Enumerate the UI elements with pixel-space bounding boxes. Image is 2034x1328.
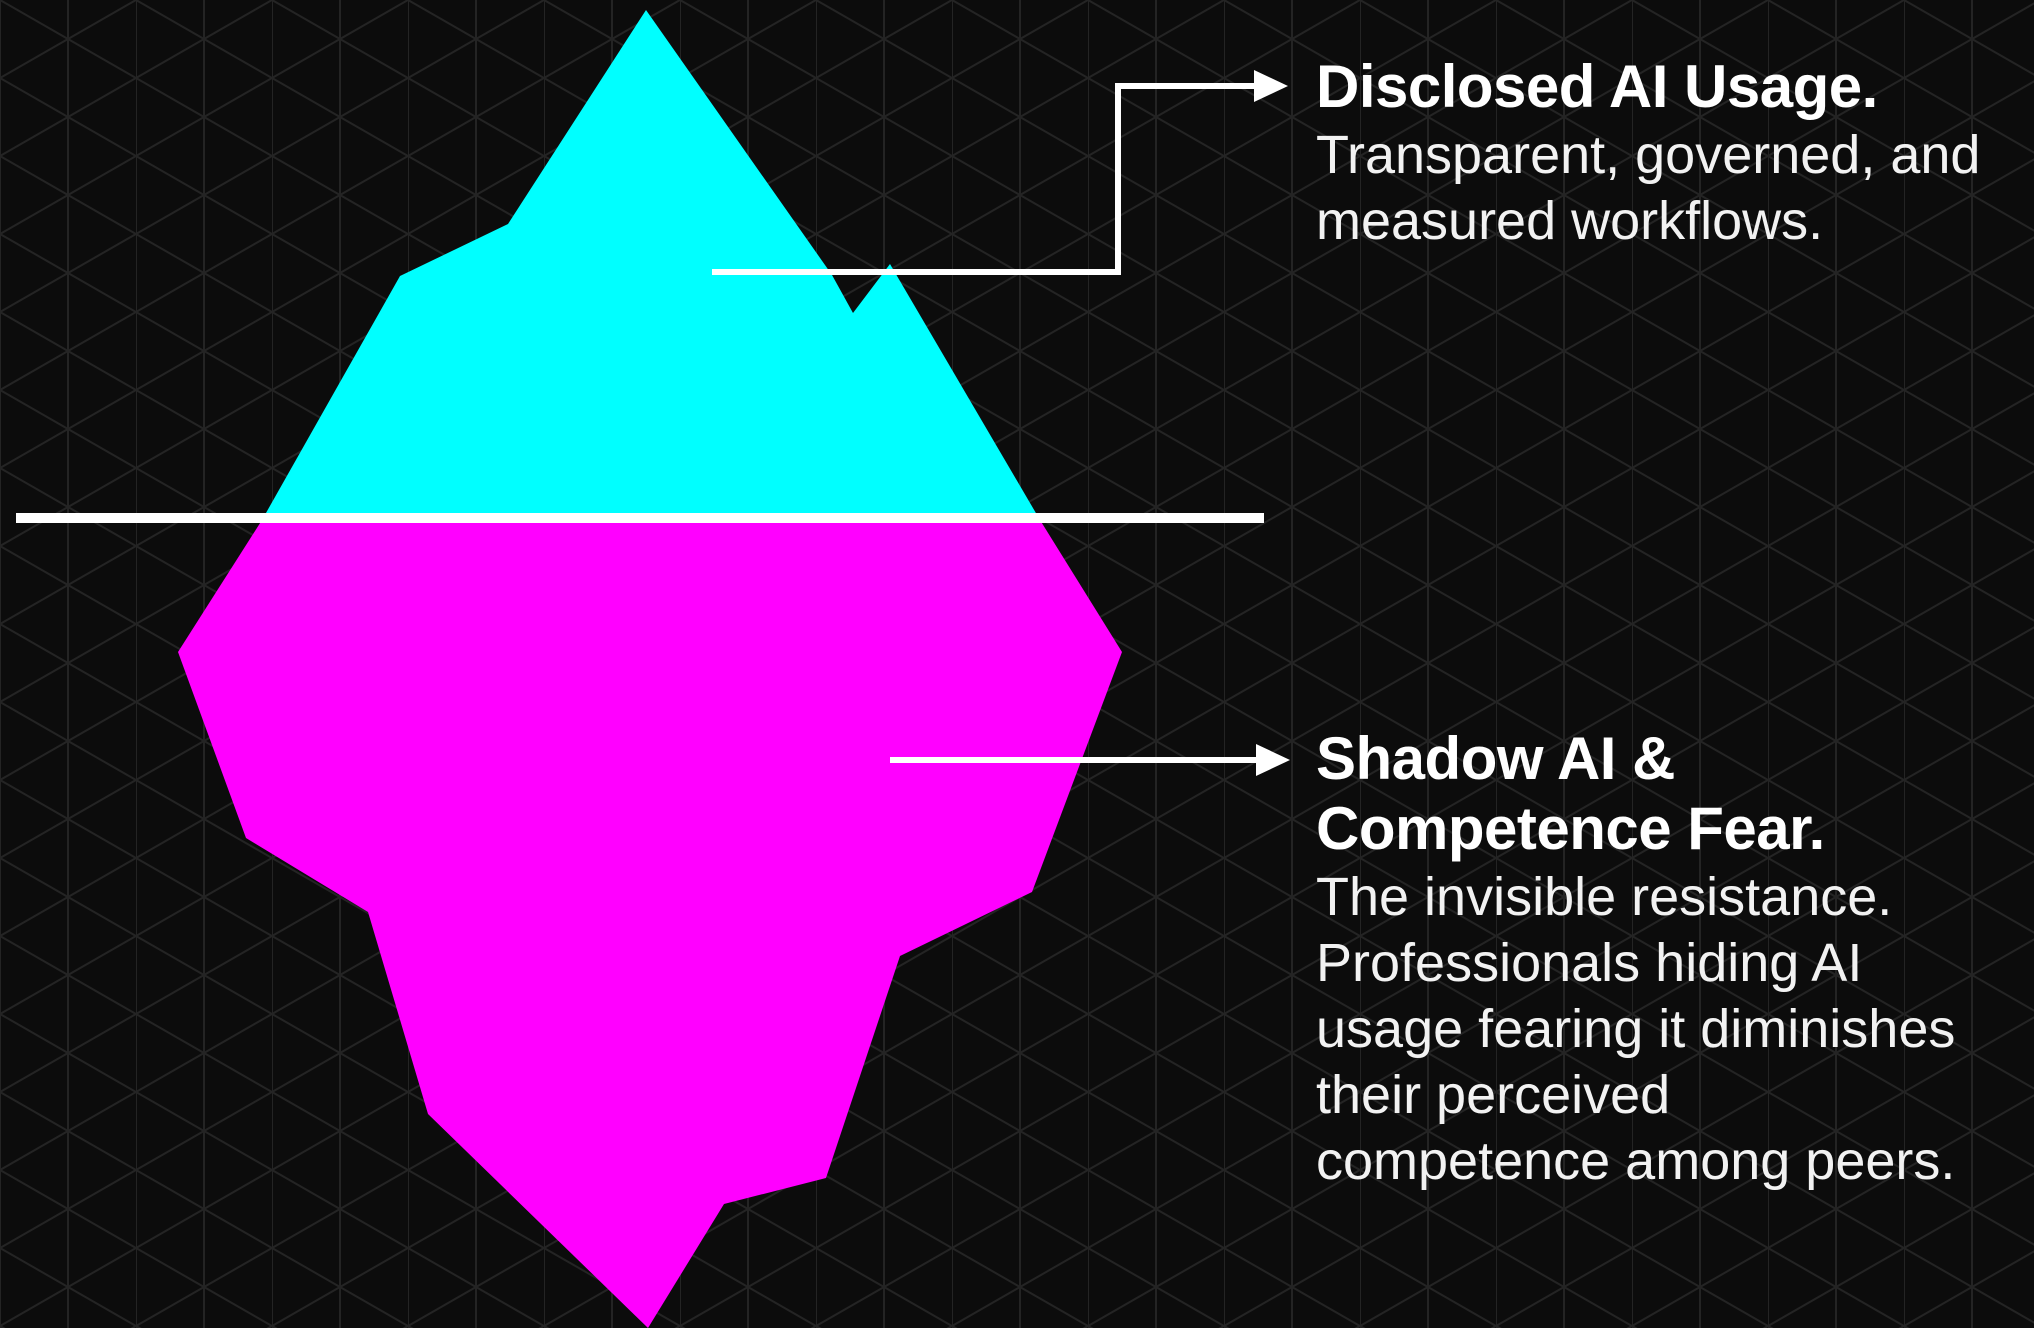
label-text-line: The invisible resistance. xyxy=(1316,867,1893,927)
label-text-line: measured workflows. xyxy=(1316,191,1824,251)
label-text-line: usage fearing it diminishes xyxy=(1316,999,1956,1059)
label-disclosed-ai-usage: Disclosed AI Usage. Transparent, governe… xyxy=(1316,52,2028,254)
iceberg-tip xyxy=(262,10,1040,520)
top-pointer-line xyxy=(712,83,1260,275)
label-title-line: Competence Fear. xyxy=(1316,795,1825,862)
label-text-line: Transparent, governed, and xyxy=(1316,125,1981,185)
arrow-right-icon xyxy=(1254,70,1288,102)
label-title-line: Shadow AI & xyxy=(1316,725,1675,792)
label-shadow-ai: Shadow AI & Competence Fear. The invisib… xyxy=(1316,724,2028,1194)
iceberg-submerged xyxy=(178,520,1122,1328)
label-title: Disclosed AI Usage. xyxy=(1316,53,1878,120)
label-text-line: Professionals hiding AI xyxy=(1316,933,1863,993)
label-text-line: their perceived xyxy=(1316,1065,1671,1125)
arrow-right-icon xyxy=(1256,744,1290,776)
label-text-line: competence among peers. xyxy=(1316,1131,1956,1191)
